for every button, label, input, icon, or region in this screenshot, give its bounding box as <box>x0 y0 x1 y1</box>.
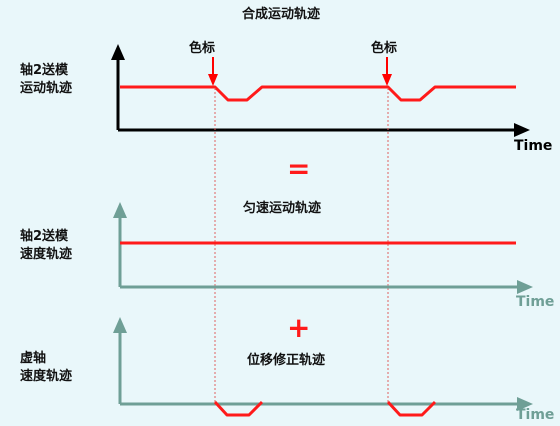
equals-symbol: = <box>287 152 310 185</box>
mark-arrowhead-1 <box>208 74 218 86</box>
middle-panel-label-line2: 速度轨迹 <box>20 246 72 262</box>
bottom-panel-label-line2: 速度轨迹 <box>20 368 72 384</box>
bottom-correction-pulse-2 <box>386 400 437 417</box>
mark-label-1: 色标 <box>189 40 215 56</box>
bottom-time-label: Time <box>516 407 554 423</box>
middle-panel-label-line1: 轴2送模 <box>20 228 69 244</box>
diagram-title: 合成运动轨迹 <box>242 6 320 22</box>
middle-x-axis-arrowhead <box>517 280 533 294</box>
top-motion-trajectory <box>120 85 516 102</box>
bottom-panel-label-line1: 虚轴 <box>20 350 46 366</box>
top-panel-label-line2: 运动轨迹 <box>20 80 72 96</box>
plus-symbol: + <box>287 311 310 344</box>
mark-arrowhead-2 <box>382 74 392 86</box>
top-x-axis-arrowhead <box>514 123 530 137</box>
bottom-x-axis-arrowhead <box>517 397 533 411</box>
middle-time-label: Time <box>516 294 554 310</box>
top-axes <box>111 44 530 137</box>
middle-y-axis-arrowhead <box>113 202 127 218</box>
top-y-axis-arrowhead <box>111 44 125 60</box>
top-time-label: Time <box>514 138 552 154</box>
bottom-axes <box>113 317 533 411</box>
bottom-y-axis-arrowhead <box>113 317 127 333</box>
top-panel-label-line1: 轴2送模 <box>20 62 69 78</box>
mark-label-2: 色标 <box>371 40 397 56</box>
middle-axes <box>113 202 533 294</box>
middle-panel-caption: 匀速运动轨迹 <box>243 200 321 216</box>
bottom-panel-caption: 位移修正轨迹 <box>247 352 325 368</box>
bottom-correction-pulse-1 <box>213 400 264 417</box>
